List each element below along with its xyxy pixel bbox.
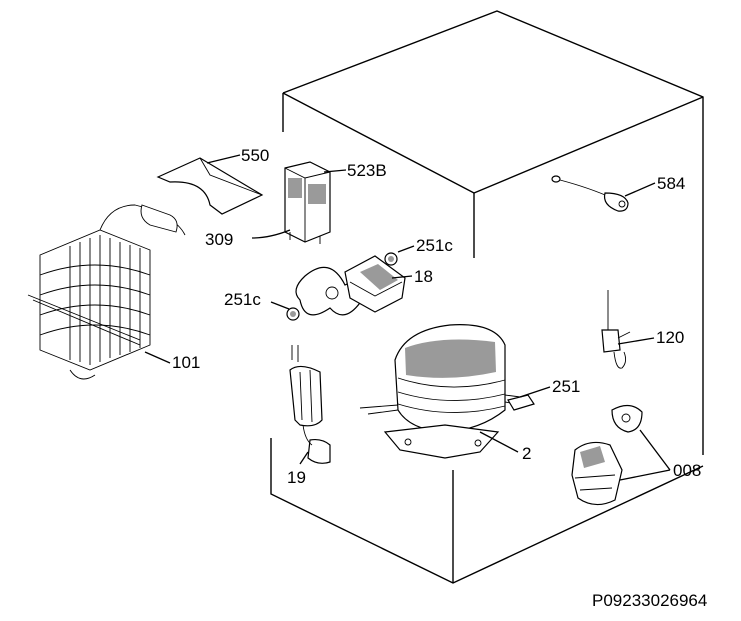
- condenser-coil-part-101[interactable]: [27, 204, 186, 380]
- compressor-part-2[interactable]: [359, 324, 529, 459]
- cover-part-550[interactable]: [156, 157, 264, 215]
- fan-motor-part-18[interactable]: [295, 255, 406, 316]
- grommet-part-251c-top[interactable]: [384, 252, 398, 266]
- sensor-probe-part-584[interactable]: [551, 175, 629, 212]
- label-18: 18: [414, 267, 433, 286]
- label-251c-top: 251c: [416, 236, 453, 255]
- label-584: 584: [657, 174, 685, 193]
- label-309: 309: [205, 230, 233, 249]
- power-cord-part-19[interactable]: [289, 345, 331, 464]
- label-19: 19: [287, 468, 306, 487]
- label-008: 008: [673, 461, 701, 480]
- label-251c-left: 251c: [224, 290, 261, 309]
- grommet-part-251c-left[interactable]: [286, 307, 300, 321]
- label-523b: 523B: [347, 161, 387, 180]
- relay-part-523b-309[interactable]: [284, 161, 331, 244]
- label-251: 251: [552, 377, 580, 396]
- label-550: 550: [241, 146, 269, 165]
- label-120: 120: [656, 328, 684, 347]
- cabinet-outline: [270, 10, 704, 584]
- drawing-number: P09233026964: [592, 591, 707, 610]
- thermostat-part-120[interactable]: [601, 290, 631, 369]
- starter-relay-part-008[interactable]: [571, 404, 643, 506]
- label-2: 2: [522, 444, 531, 463]
- label-101: 101: [172, 353, 200, 372]
